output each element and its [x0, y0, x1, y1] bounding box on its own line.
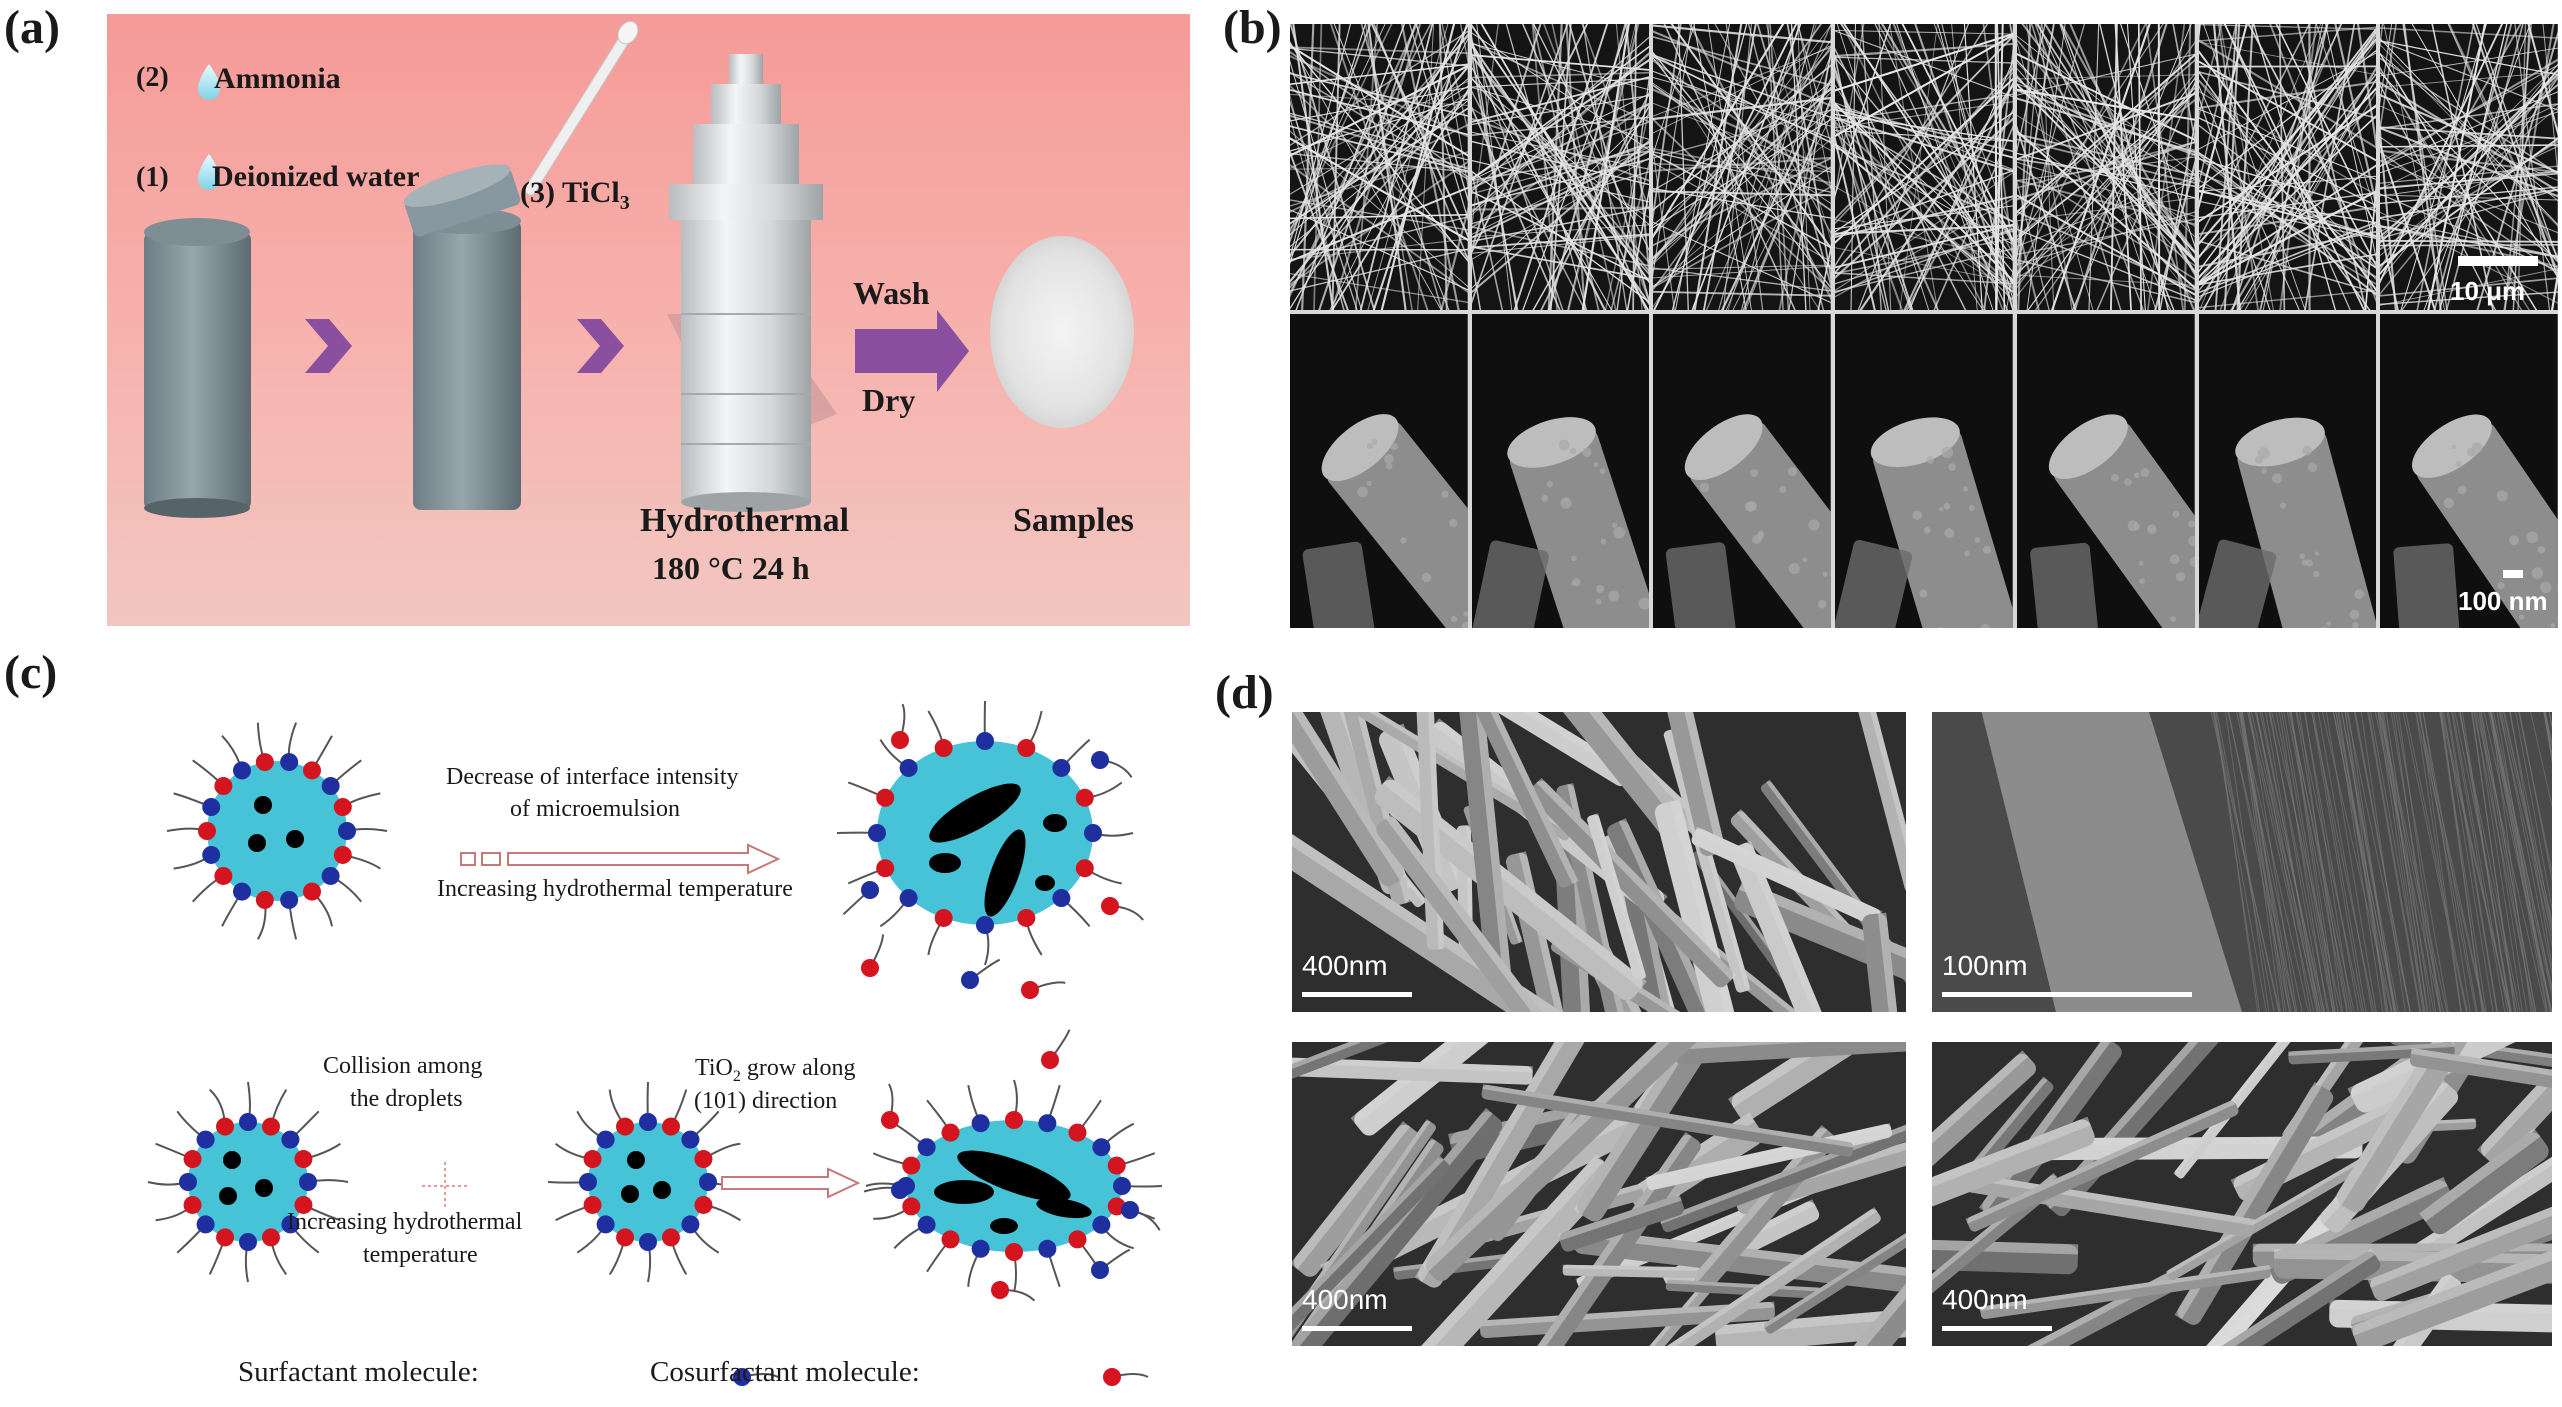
free-molecule [991, 1281, 1036, 1302]
sem-d-top-left-scale-label: 400nm [1302, 950, 1388, 981]
collision-line1: Collision among [323, 1053, 483, 1079]
sem-d-bottom-right-scale-label: 400nm [1942, 1284, 2028, 1315]
step2-number: (2) [136, 62, 169, 93]
sem-fibers-top [1653, 24, 1832, 310]
free-molecule [861, 934, 885, 977]
micelle-droplet [147, 1081, 349, 1283]
deionized-water-label: Deionized water [212, 160, 420, 193]
micelle-droplet [836, 700, 1134, 966]
free-molecule [1121, 1201, 1161, 1231]
container-2-icon [413, 220, 521, 510]
free-molecule [1021, 981, 1066, 999]
sem-fibers-top [2198, 24, 2377, 310]
micelle-droplet [166, 722, 388, 940]
sem-fibers-top [1471, 24, 1650, 310]
hollow-arrow-row2 [721, 1167, 861, 1199]
collision-line2: the droplets [350, 1086, 463, 1112]
autoclave-icon [667, 54, 837, 512]
panel-b-label: (b) [1223, 1, 1282, 54]
sem-fibers-top [1835, 24, 2013, 310]
legend-cosurfactant: Cosurfactant molecule: [650, 1356, 920, 1388]
sem-fiber-closeup [1471, 314, 1650, 628]
scale-label-bottom: 100 nm [2458, 586, 2548, 616]
scale-bar-top [2458, 256, 2538, 266]
sem-fiber-closeup [1290, 314, 1468, 628]
free-molecule [881, 1083, 899, 1129]
sem-d-bottom-right [1932, 1042, 2552, 1346]
legend-surfactant: Surfactant molecule: [238, 1356, 479, 1388]
sem-d-top-right [1932, 712, 2552, 1012]
hollow-arrow-row1 [507, 843, 781, 875]
scale-label-top: 10 μm [2450, 276, 2526, 306]
collision-icon [422, 1162, 468, 1210]
free-molecule [891, 703, 909, 749]
micelle-droplet [547, 1081, 749, 1283]
increase-line-1: Increasing hydrothermal temperature [437, 876, 793, 902]
sem-d-top-right-scale-label: 100nm [1942, 950, 2028, 981]
sem-fiber-closeup [2016, 314, 2195, 628]
sem-fiber-closeup [2380, 314, 2558, 628]
arrow-right-icon [855, 310, 969, 392]
sem-d-grid: 400nm 100nm 400nm 400nm [1292, 712, 2552, 1348]
panel-a-scene [107, 14, 1190, 626]
tio2-grow-line2: (101) direction [694, 1088, 838, 1114]
ammonia-label: Ammonia [214, 62, 341, 95]
step1-number: (1) [136, 162, 169, 193]
panel-d-label: (d) [1215, 666, 1274, 719]
free-molecule [1041, 1029, 1071, 1069]
free-molecule [1091, 751, 1133, 778]
sem-d-bottom-left [1292, 1042, 1906, 1346]
chevron-right-icon [305, 319, 352, 373]
droplet-icon [198, 154, 220, 190]
sem-fiber-closeup [2198, 314, 2377, 628]
micelle-droplet [865, 1079, 1163, 1293]
arrow-row1 [460, 852, 501, 866]
increase-line-2b: temperature [363, 1242, 478, 1268]
free-molecule [1103, 1368, 1149, 1386]
sem-fiber-closeup [1835, 314, 2013, 628]
hydrothermal-label: Hydrothermal [640, 502, 850, 539]
panel-a-label: (a) [4, 1, 60, 54]
sem-grid: 10 μm 100 nm [1290, 24, 2558, 628]
condition-label: 180 °C 24 h [652, 550, 810, 586]
increase-line-2a: Increasing hydrothermal [287, 1209, 523, 1235]
sem-fibers-top [1290, 24, 1468, 310]
decrease-line2: of microemulsion [510, 796, 680, 822]
free-molecule [863, 1181, 909, 1199]
free-molecule [1091, 1248, 1131, 1279]
free-molecule [733, 1368, 779, 1386]
dry-label: Dry [862, 382, 916, 418]
panel-c-label: (c) [4, 646, 58, 699]
samples-label: Samples [1013, 502, 1134, 539]
sem-fiber-closeup [1653, 314, 1832, 628]
droplet-icon [198, 64, 220, 100]
sem-fibers-top [2380, 24, 2558, 310]
panel-c-scheme [147, 700, 1163, 1386]
container-1-icon [144, 232, 251, 510]
ticl3-label: (3) TiCl3 [520, 176, 630, 214]
dropper-icon [524, 20, 639, 196]
sem-d-top-left [1292, 712, 1906, 1012]
free-molecule [1101, 897, 1144, 921]
scale-bar-bottom [2503, 570, 2523, 578]
free-molecule [961, 958, 1001, 989]
wash-label: Wash [853, 275, 930, 311]
sem-fibers-top [2016, 24, 2195, 310]
decrease-line1: Decrease of interface intensity [446, 764, 739, 790]
sample-powder-icon [990, 236, 1134, 428]
sem-d-bottom-left-scale-label: 400nm [1302, 1284, 1388, 1315]
tio2-grow-line1: TiO2 grow along [695, 1055, 856, 1085]
free-molecule [842, 881, 879, 916]
